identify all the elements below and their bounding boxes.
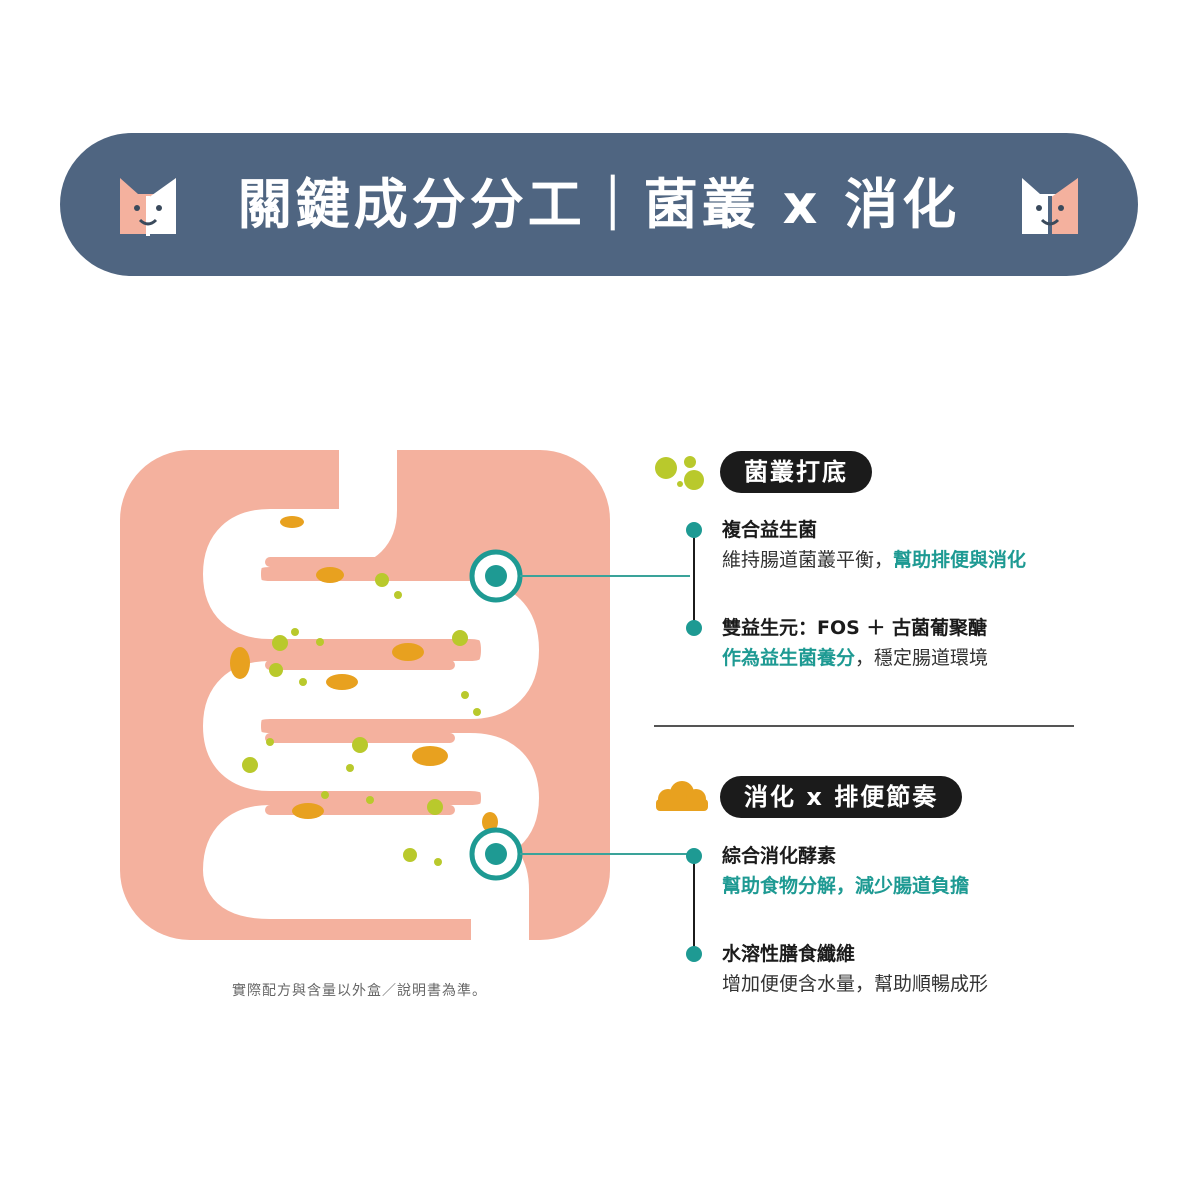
bullet-dot	[686, 522, 702, 538]
section-heading-microbiome: 菌叢打底	[650, 450, 872, 494]
bullet-dot	[686, 848, 702, 864]
list-item: 綜合消化酵素 幫助食物分解，減少腸道負擔	[722, 841, 969, 901]
cat-face-icon	[120, 178, 176, 236]
timeline-line	[693, 530, 695, 626]
connector-line	[520, 853, 690, 855]
section-heading-label: 菌叢打底	[720, 451, 872, 493]
section-divider	[654, 725, 1074, 727]
section-heading-digestion: 消化 x 排便節奏	[650, 775, 963, 819]
list-item: 複合益生菌 維持腸道菌叢平衡，幫助排便與消化	[722, 515, 1026, 575]
list-item: 水溶性膳食纖維 增加便便含水量，幫助順暢成形	[722, 939, 988, 999]
item-desc: 作為益生菌養分，穩定腸道環境	[722, 643, 988, 673]
bullet-dot	[686, 946, 702, 962]
cat-face-icon	[1022, 178, 1078, 236]
desc-text: ，穩定腸道環境	[855, 647, 989, 669]
intestine-icon	[120, 450, 610, 940]
desc-highlight: 幫助排便與消化	[893, 549, 1027, 571]
connector-line	[520, 575, 690, 577]
desc-text: 增加便便含水量，幫助順暢成形	[722, 973, 989, 995]
item-title: 水溶性膳食纖維	[722, 943, 856, 965]
banner-title: 關鍵成分分工｜菌叢 x 消化	[237, 173, 961, 236]
list-item: 雙益生元：FOS ＋ 古菌葡聚醣 作為益生菌養分，穩定腸道環境	[722, 613, 988, 673]
desc-text: 維持腸道菌叢平衡，	[722, 549, 894, 571]
item-title: 複合益生菌	[722, 519, 818, 541]
item-desc: 維持腸道菌叢平衡，幫助排便與消化	[722, 545, 1026, 575]
bullet-dot	[686, 620, 702, 636]
item-title: 綜合消化酵素	[722, 845, 837, 867]
timeline-line	[693, 856, 695, 954]
header-banner: 關鍵成分分工｜菌叢 x 消化	[60, 133, 1138, 276]
enzyme-cloud-icon	[656, 781, 708, 811]
item-title: 雙益生元：FOS ＋ 古菌葡聚醣	[722, 617, 988, 639]
footnote: 實際配方與含量以外盒／說明書為準。	[232, 983, 487, 999]
desc-highlight: 幫助食物分解，減少腸道負擔	[722, 875, 970, 897]
bacteria-icon	[655, 456, 704, 490]
section-heading-label: 消化 x 排便節奏	[720, 776, 963, 818]
desc-highlight: 作為益生菌養分	[722, 647, 856, 669]
